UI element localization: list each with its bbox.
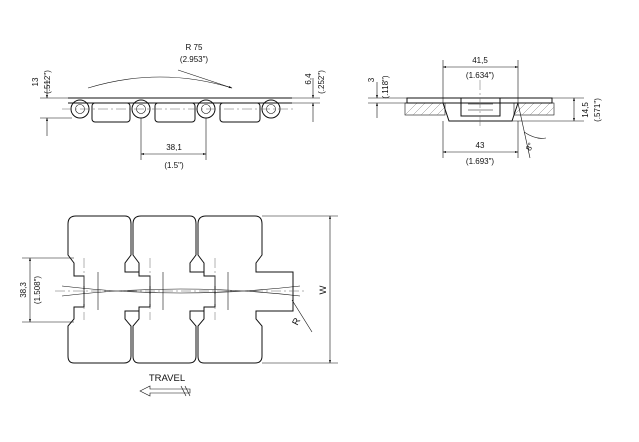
- base-width-label: 43: [476, 141, 485, 150]
- angle-label: 8°: [524, 141, 536, 152]
- rail-label-in: (.118"): [381, 75, 390, 98]
- pitch-label: 38,1: [166, 143, 182, 152]
- inner-width-label: 41,5: [472, 56, 488, 65]
- total-height-label-in: (.571"): [593, 98, 602, 122]
- base-width-label-in: (1.693"): [466, 157, 495, 166]
- travel-indicator: TRAVEL: [139, 373, 191, 397]
- radius-label: R 75: [186, 43, 203, 52]
- radius-label-in: (2.953"): [180, 55, 209, 64]
- pitch-label-in: (1.5"): [164, 161, 184, 170]
- radius-marker: R: [290, 316, 303, 327]
- top-thickness-label-in: (.252"): [317, 70, 326, 94]
- height-label-in: (.512"): [43, 70, 52, 94]
- travel-label: TRAVEL: [149, 373, 185, 384]
- end-view-body: [442, 102, 519, 122]
- top-link-3: [197, 215, 294, 364]
- side-view: R 75 (2.953") 13 (.512") 6,4: [31, 43, 326, 170]
- rail-label: 3: [367, 77, 376, 82]
- inner-width-label-in: (1.634"): [466, 71, 495, 80]
- height-label: 13: [31, 77, 40, 86]
- chain-top-plate: [68, 97, 292, 104]
- end-view-plate: [406, 97, 553, 104]
- total-height-label: 14,5: [581, 102, 590, 118]
- width-label: W: [318, 285, 329, 294]
- end-view: 41,5 (1.634") 3 (.118") 14,5 (.571") 43 …: [367, 56, 602, 166]
- top-link-2: [132, 215, 216, 364]
- top-thickness-label: 6,4: [304, 73, 313, 85]
- link-pitch-label: 38,3: [19, 282, 28, 298]
- top-link-1: [67, 215, 151, 364]
- link-pitch-label-in: (1.508"): [33, 276, 42, 305]
- travel-arrow-icon: [139, 385, 191, 397]
- link-knuckles: [91, 102, 261, 123]
- top-view: 38,3 (1.508") W R: [19, 215, 338, 364]
- radius-arc: [87, 76, 233, 89]
